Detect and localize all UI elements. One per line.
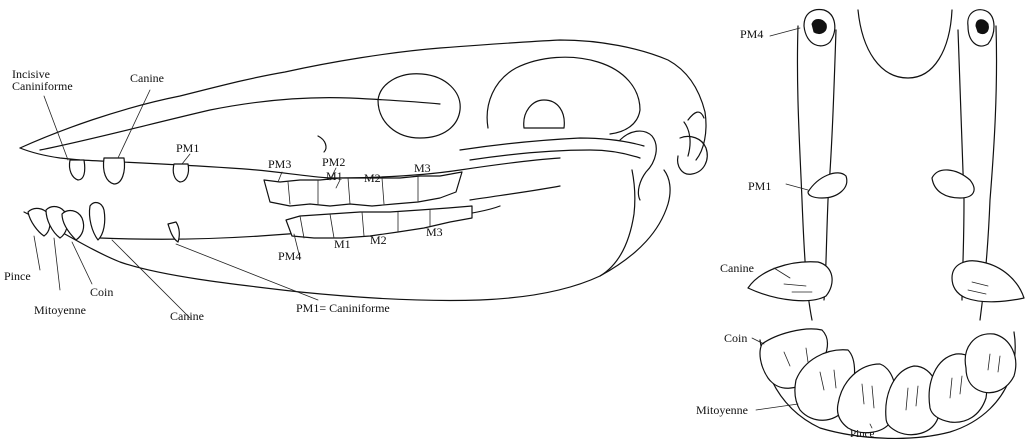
label-jaw-canine: Canine bbox=[720, 262, 754, 274]
temporal-inner bbox=[524, 100, 565, 128]
lower-canine bbox=[89, 203, 104, 240]
palate-curve bbox=[858, 10, 952, 78]
label-pm4-lower: PM4 bbox=[278, 250, 301, 262]
lacrimal-mark bbox=[318, 136, 326, 152]
coin-right bbox=[965, 334, 1016, 393]
skull-outline bbox=[20, 40, 706, 160]
label-m3-lower: M3 bbox=[426, 226, 443, 238]
pm4-right-inner bbox=[976, 20, 988, 34]
label-pm3-upper: PM3 bbox=[268, 158, 291, 170]
lower-coin bbox=[62, 211, 84, 240]
label-caniniforme: Caniniforme bbox=[12, 80, 73, 92]
label-canine-upper: Canine bbox=[130, 72, 164, 84]
right-ramus-inner bbox=[958, 30, 964, 300]
upper-incisive-caniniform bbox=[69, 160, 84, 180]
condyle bbox=[678, 136, 708, 174]
label-jaw-pm1: PM1 bbox=[748, 180, 771, 192]
pm1-right bbox=[932, 170, 974, 198]
mandible-ramus bbox=[600, 170, 670, 276]
label-pm1-caniniforme: PM1= Caniniforme bbox=[296, 302, 390, 314]
label-m3-upper: M3 bbox=[414, 162, 431, 174]
label-jaw-mitoyenne: Mitoyenne bbox=[696, 404, 748, 416]
paroccipital-process bbox=[684, 112, 704, 156]
label-jaw-coin: Coin bbox=[724, 332, 747, 344]
upper-pm1 bbox=[173, 164, 188, 182]
zygomatic-arch bbox=[460, 138, 644, 150]
label-m2-lower: M2 bbox=[370, 234, 387, 246]
orbit bbox=[378, 74, 460, 138]
label-m1-upper: M1 bbox=[326, 170, 343, 182]
label-pince: Pince bbox=[4, 270, 31, 282]
label-canine-lower: Canine bbox=[170, 310, 204, 322]
label-pm1-upper: PM1 bbox=[176, 142, 199, 154]
mandible-upper-edge bbox=[470, 186, 560, 200]
label-pm2-upper: PM2 bbox=[322, 156, 345, 168]
label-coin: Coin bbox=[90, 286, 113, 298]
canine-right bbox=[952, 261, 1024, 302]
label-jaw-pm4: PM4 bbox=[740, 28, 763, 40]
left-ramus-inner bbox=[824, 30, 836, 300]
label-mitoyenne: Mitoyenne bbox=[34, 304, 86, 316]
pm4-left-inner bbox=[812, 20, 826, 34]
label-m2-upper: M2 bbox=[364, 172, 381, 184]
nasal-line bbox=[40, 98, 440, 150]
canine-left bbox=[748, 262, 832, 301]
temporal-fossa bbox=[487, 57, 640, 134]
upper-canine bbox=[103, 158, 124, 184]
label-jaw-pince: Pince bbox=[850, 428, 874, 440]
jaw-dorsal-view bbox=[748, 10, 1024, 439]
label-m1-lower: M1 bbox=[334, 238, 351, 250]
pm1-left bbox=[808, 173, 847, 198]
